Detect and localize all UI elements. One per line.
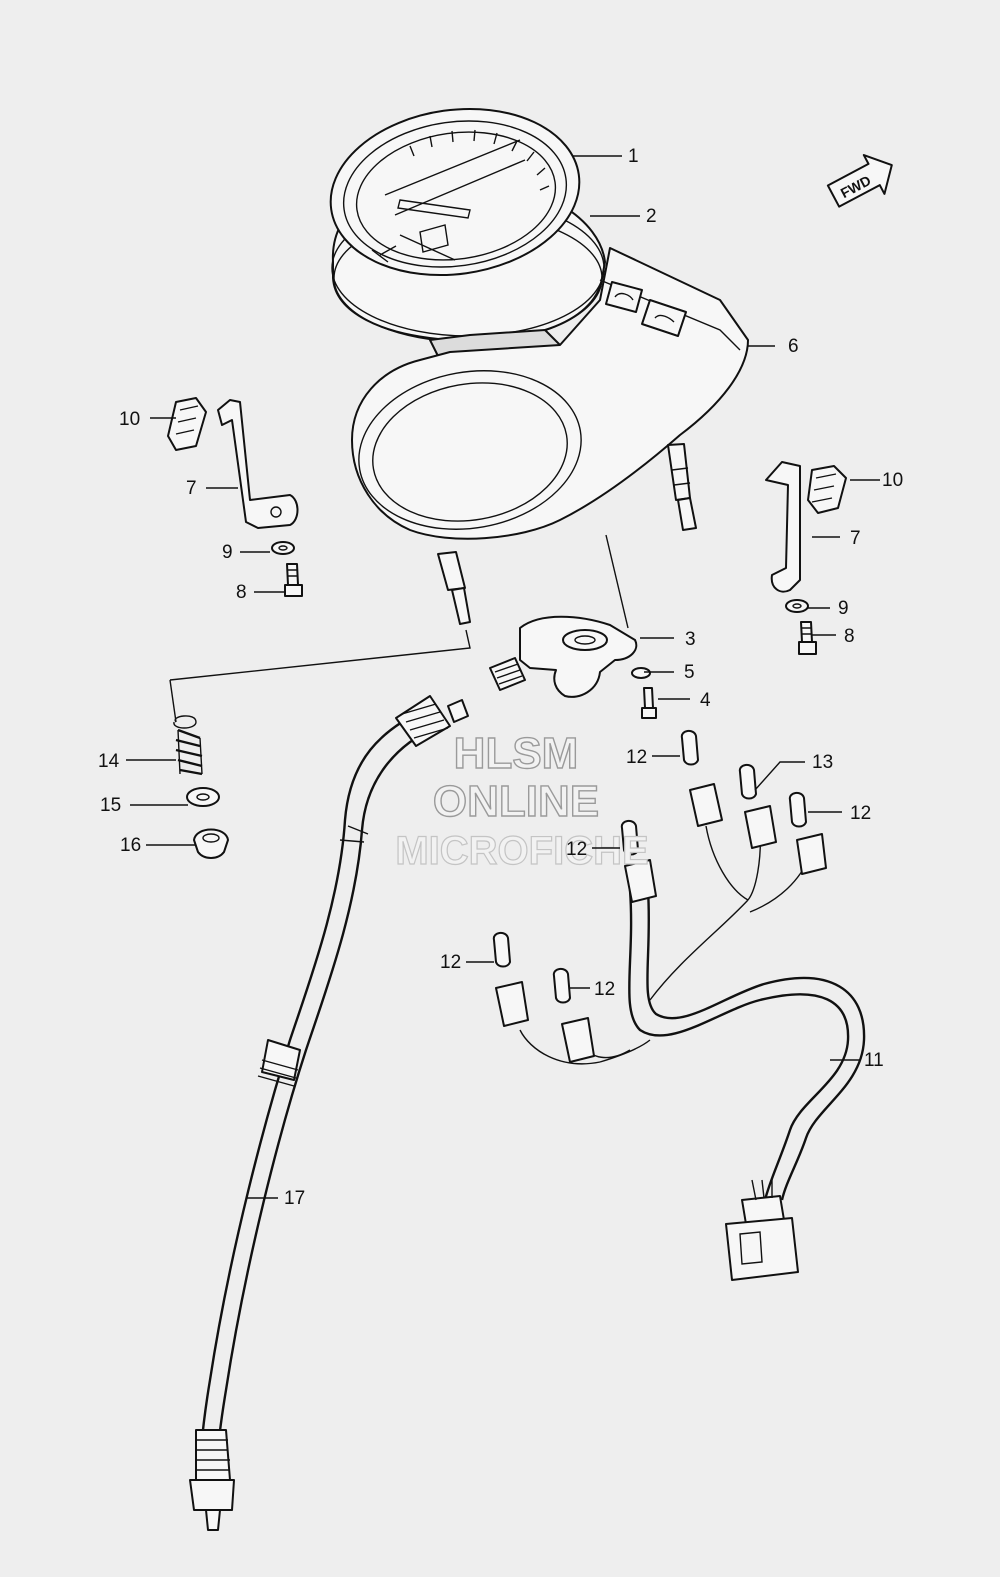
callout-9-right: 9	[838, 598, 849, 619]
speedometer-cable	[189, 695, 469, 1531]
callout-13: 13	[812, 752, 833, 773]
left-bracket-parts	[167, 397, 303, 597]
callout-10-right: 10	[882, 470, 903, 491]
callout-14: 14	[98, 751, 120, 772]
watermark: HLSM ONLINE MICROFICHE	[395, 728, 650, 873]
wiring-harness	[492, 730, 866, 1281]
callout-16: 16	[120, 835, 141, 856]
callout-4: 4	[700, 690, 711, 711]
callout-6: 6	[788, 336, 799, 357]
callout-3: 3	[685, 629, 696, 650]
callout-8-right: 8	[844, 626, 855, 647]
callout-12-b: 12	[850, 803, 871, 824]
leader-lines	[126, 155, 880, 1199]
callout-8-left: 8	[236, 582, 247, 603]
forward-direction-arrow: FWD	[826, 154, 893, 208]
watermark-line3: MICROFICHE	[395, 829, 648, 873]
callout-17: 17	[284, 1188, 305, 1209]
callout-12-d: 12	[440, 952, 461, 973]
callout-1: 1	[628, 146, 639, 167]
speedometer-gearbox	[489, 615, 657, 719]
callout-5: 5	[684, 662, 695, 683]
right-bracket-parts	[765, 461, 847, 655]
watermark-line1: HLSM	[454, 729, 579, 778]
callout-7-left: 7	[186, 478, 197, 499]
watermark-line2: ONLINE	[433, 777, 599, 826]
callout-2: 2	[646, 206, 657, 227]
callout-11: 11	[864, 1050, 884, 1071]
callout-10-left: 10	[119, 409, 140, 430]
callout-7-right: 7	[850, 528, 861, 549]
callout-12-c: 12	[566, 839, 587, 860]
callout-9-left: 9	[222, 542, 233, 563]
callout-15: 15	[100, 795, 121, 816]
callout-12-e: 12	[594, 979, 615, 1000]
left-small-parts	[173, 715, 229, 859]
callout-12-a: 12	[626, 747, 647, 768]
meter-cover	[351, 247, 749, 625]
callout-labels: 1 2 6 10 7 9 8 3 5 4 10 7 9 8 14 15 16 1…	[98, 146, 903, 1209]
